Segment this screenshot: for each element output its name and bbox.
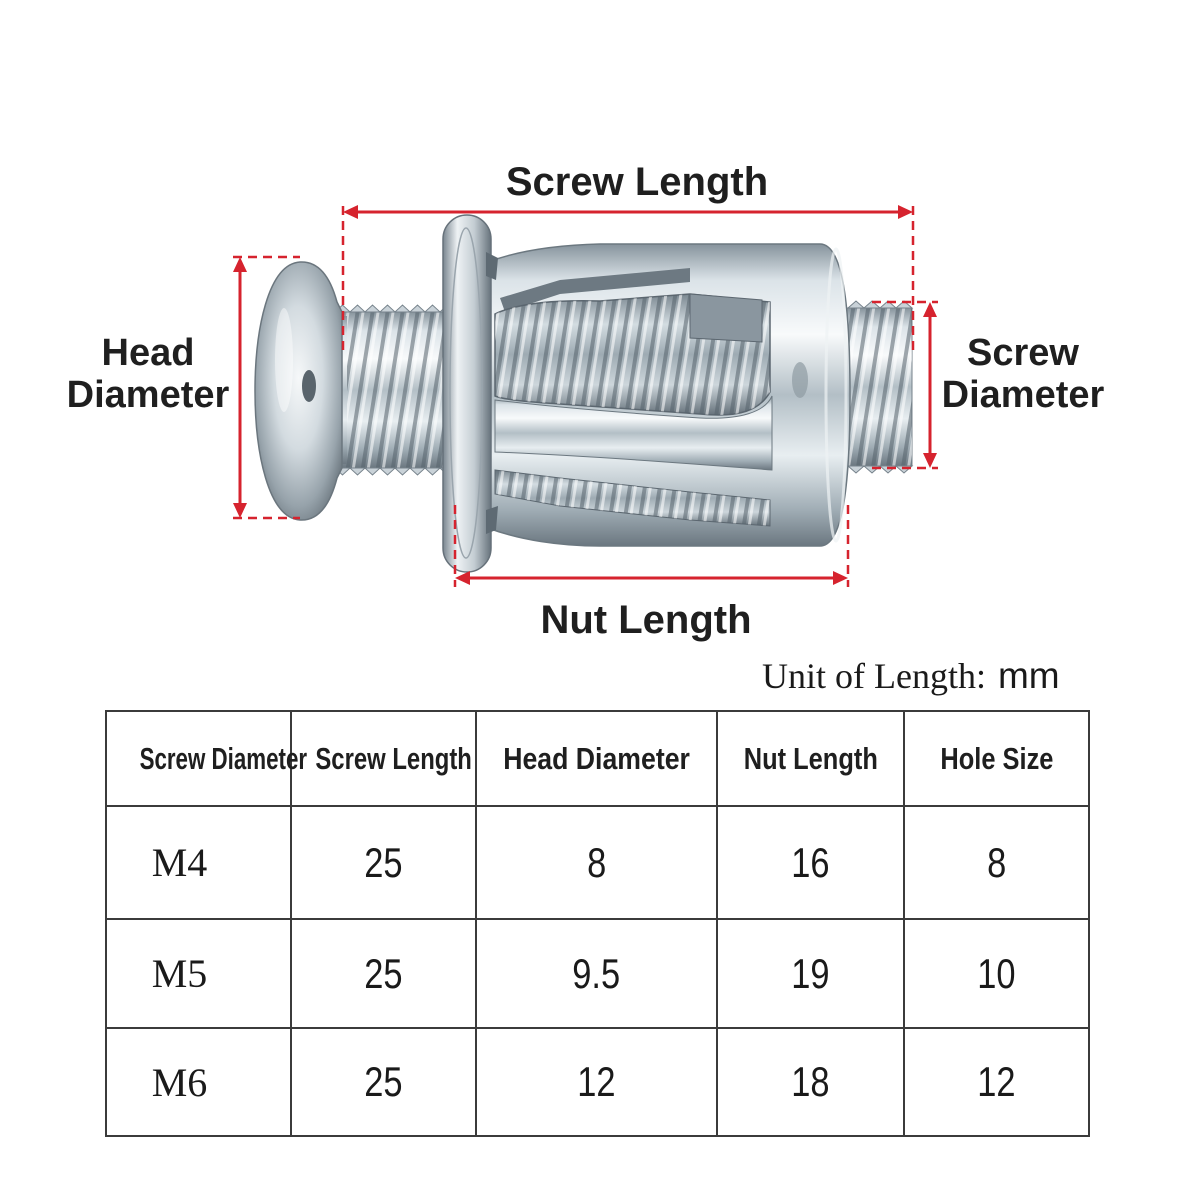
thread-crests: [846, 300, 914, 474]
head-diameter-label: Head Diameter: [48, 332, 248, 416]
cell-head-diameter: 8: [586, 838, 607, 886]
head-diameter-label-line2: Diameter: [66, 374, 230, 416]
table-row: M5 25 9.5 19 10: [105, 918, 1090, 1029]
table-cell: 18: [716, 1027, 905, 1137]
nut-notch: [689, 293, 763, 343]
header-cell: Nut Length: [716, 710, 905, 807]
table-cell: M4: [105, 805, 292, 920]
table-cell: 12: [475, 1027, 718, 1137]
screw-diameter-label-line1: Screw: [967, 332, 1079, 374]
table-cell: 25: [290, 1027, 477, 1137]
head-diameter-label-line1: Head: [101, 332, 195, 374]
unit-of-length: Unit of Length: mm: [762, 656, 1060, 700]
unit-value: mm: [997, 655, 1060, 696]
screw-diameter-label: Screw Diameter: [923, 332, 1123, 416]
header-cell: Screw Length: [290, 710, 477, 807]
header-head-diameter: Head Diameter: [503, 740, 690, 776]
nut-lower-threads: [495, 470, 770, 526]
table-cell: 8: [475, 805, 718, 920]
table-cell: M6: [105, 1027, 292, 1137]
flange-tab-bottom: [486, 506, 498, 534]
arrow-left: [343, 205, 358, 219]
nut-leg: [494, 395, 773, 471]
cell-screw-length: 25: [364, 838, 403, 886]
screw-diameter-label-line2: Diameter: [941, 374, 1105, 416]
table-cell: M5: [105, 918, 292, 1029]
arrow-down: [923, 453, 937, 468]
screw-drive-recess: [302, 370, 316, 402]
cell-screw-length: 25: [364, 1058, 403, 1105]
nut-end-rim: [824, 247, 848, 543]
cell-hole-size: 10: [977, 949, 1016, 997]
header-hole-size: Hole Size: [939, 740, 1054, 776]
fastener-illustration: [233, 205, 938, 587]
cell-screw-diameter: M6: [151, 1059, 208, 1105]
table-cell: 25: [290, 918, 477, 1029]
table-cell: 19: [716, 918, 905, 1029]
nut-flange: [442, 214, 498, 573]
cell-nut-length: 16: [791, 838, 830, 886]
header-screw-length: Screw Length: [315, 740, 472, 776]
cell-hole-size: 8: [986, 838, 1007, 886]
header-cell: Screw Diameter: [105, 710, 307, 807]
table-cell: 9.5: [475, 918, 718, 1029]
table-cell: 16: [716, 805, 905, 920]
cell-screw-diameter: M4: [151, 840, 208, 885]
cell-screw-length: 25: [364, 949, 403, 997]
arrow-up: [923, 302, 937, 317]
table-row: M4 25 8 16 8: [105, 805, 1090, 920]
nut-upper-slot: [500, 268, 690, 312]
screw-diameter-dimension: [872, 300, 938, 470]
header-cell: Hole Size: [903, 710, 1090, 807]
header-cell: Head Diameter: [475, 710, 718, 807]
arrow-right: [898, 205, 913, 219]
cell-hole-size: 12: [977, 1058, 1016, 1105]
arrow-right: [833, 571, 848, 585]
thread-crest: [846, 465, 914, 474]
arrow-down: [233, 503, 247, 518]
arrow-left: [455, 571, 470, 585]
header-nut-length: Nut Length: [743, 740, 878, 776]
table-cell: 25: [290, 805, 477, 920]
nut-length-dimension: [453, 505, 850, 587]
screw-head: [254, 261, 347, 521]
nut-body: [487, 243, 851, 547]
cell-head-diameter: 9.5: [572, 949, 621, 997]
spec-table: Screw Diameter Screw Length Head Diamete…: [105, 710, 1090, 1137]
screw-length-label: Screw Length: [505, 160, 769, 204]
unit-label: Unit of Length:: [762, 656, 986, 696]
cell-nut-length: 18: [791, 1058, 830, 1105]
screw-length-dimension: [341, 205, 915, 354]
cell-nut-length: 19: [791, 949, 830, 997]
table-cell: 10: [903, 918, 1090, 1029]
cell-screw-diameter: M5: [151, 951, 208, 996]
head-diameter-dimension: [233, 255, 300, 520]
nut-length-label: Nut Length: [540, 598, 752, 642]
table-cell: 8: [903, 805, 1090, 920]
table-cell: 12: [903, 1027, 1090, 1137]
arrow-up: [233, 257, 247, 272]
header-screw-diameter: Screw Diameter: [139, 740, 308, 776]
table-header-row: Screw Diameter Screw Length Head Diamete…: [105, 710, 1090, 807]
table-row: M6 25 12 18 12: [105, 1027, 1090, 1137]
flange-tab-top: [486, 252, 498, 280]
nut-dimple: [792, 362, 808, 398]
cell-head-diameter: 12: [577, 1058, 616, 1105]
thread-crest: [846, 300, 914, 309]
